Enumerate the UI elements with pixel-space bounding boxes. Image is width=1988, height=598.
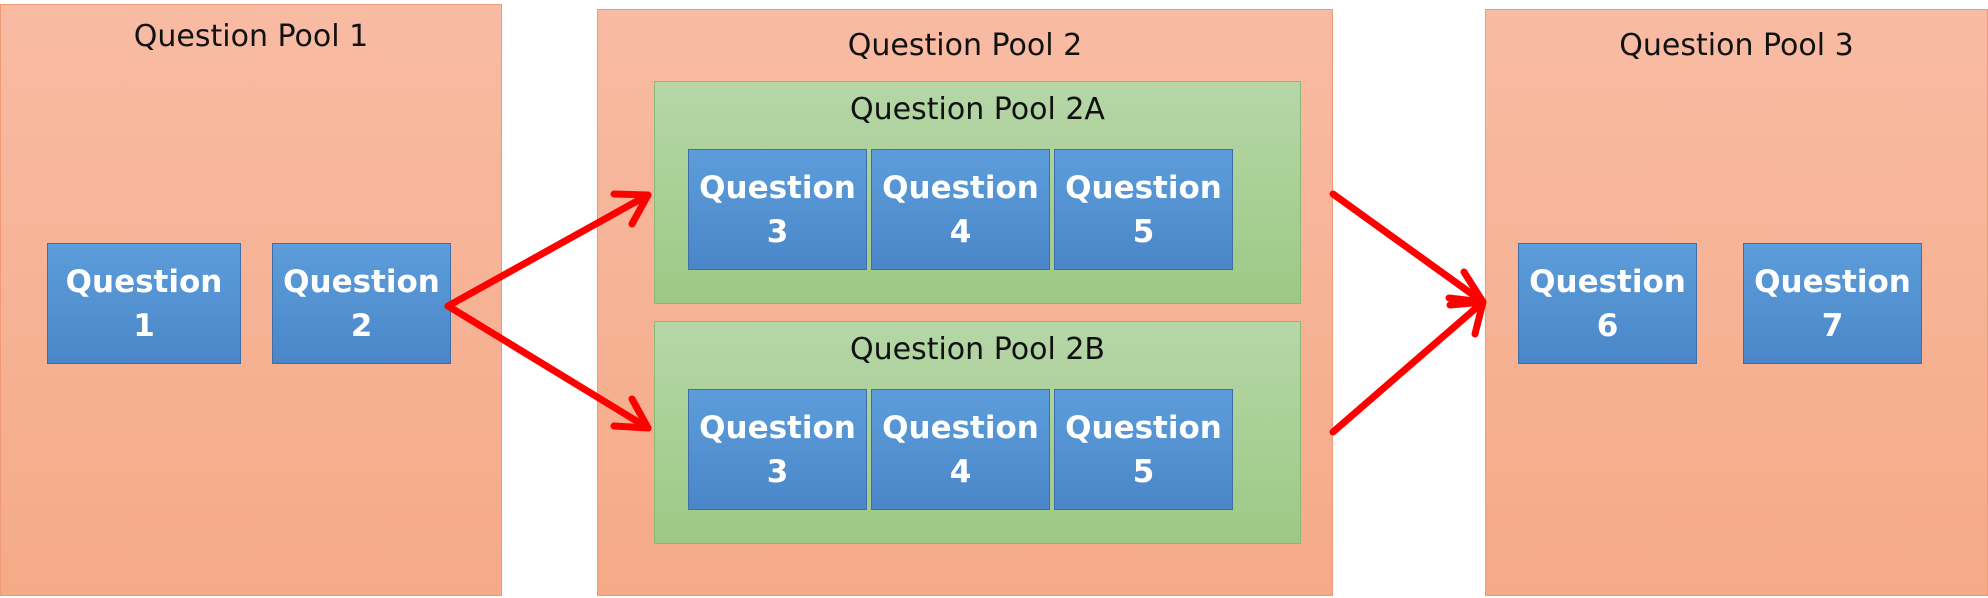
pool-2b-question-3-label: Question [699,409,856,446]
pool-2a-question-3-label: Question [699,169,856,206]
pool-2a-question-5-label: Question [1065,169,1222,206]
pool-2b-question-3-box: Question 3 [688,389,867,510]
pool-1-title: Question Pool 1 [133,19,369,54]
pool-2b-question-4-label: Question [882,409,1039,446]
pool-2b-question-5-number: 5 [1132,453,1155,490]
question-2-label: Question [283,263,440,300]
pool-2a-question-3-number: 3 [766,213,789,250]
question-pool-2: Question Pool 2 Question Pool 2A Questio… [597,9,1333,596]
question-pool-3: Question Pool 3 Question 6 Question 7 [1485,9,1988,596]
pool-2a-question-3-box: Question 3 [688,149,867,270]
pool-2b-question-4-number: 4 [949,453,972,490]
pool-2a-question-5-number: 5 [1132,213,1155,250]
pool-2a-title: Question Pool 2A [850,92,1105,127]
pool-2b-question-3-number: 3 [766,453,789,490]
arrow-pool2a-to-pool3 [1329,190,1487,306]
pool-2b-question-5-box: Question 5 [1054,389,1233,510]
pool-2b-question-5-label: Question [1065,409,1222,446]
pool-2b-title: Question Pool 2B [850,332,1105,367]
question-6-label: Question [1529,263,1686,300]
question-pool-2a: Question Pool 2A Question 3 Question 4 Q… [654,81,1301,304]
pool-2-title: Question Pool 2 [847,28,1083,63]
pool-2a-question-4-label: Question [882,169,1039,206]
question-7-box: Question 7 [1743,243,1922,364]
arrow-pool2b-to-pool3 [1329,298,1487,436]
question-6-box: Question 6 [1518,243,1697,364]
question-2-box: Question 2 [272,243,451,364]
question-7-number: 7 [1821,307,1844,344]
question-1-box: Question 1 [47,243,241,364]
question-1-number: 1 [133,307,155,344]
pool-2a-question-5-box: Question 5 [1054,149,1233,270]
question-pool-2b: Question Pool 2B Question 3 Question 4 Q… [654,321,1301,544]
pool-2a-question-4-number: 4 [949,213,972,250]
pool-2a-question-4-box: Question 4 [871,149,1050,270]
question-2-number: 2 [350,307,373,344]
question-7-label: Question [1754,263,1911,300]
question-6-number: 6 [1596,307,1619,344]
pool-2b-question-4-box: Question 4 [871,389,1050,510]
question-pool-1: Question Pool 1 Question 1 Question 2 [0,4,502,596]
pool-3-title: Question Pool 3 [1619,28,1854,63]
question-1-label: Question [65,263,223,300]
